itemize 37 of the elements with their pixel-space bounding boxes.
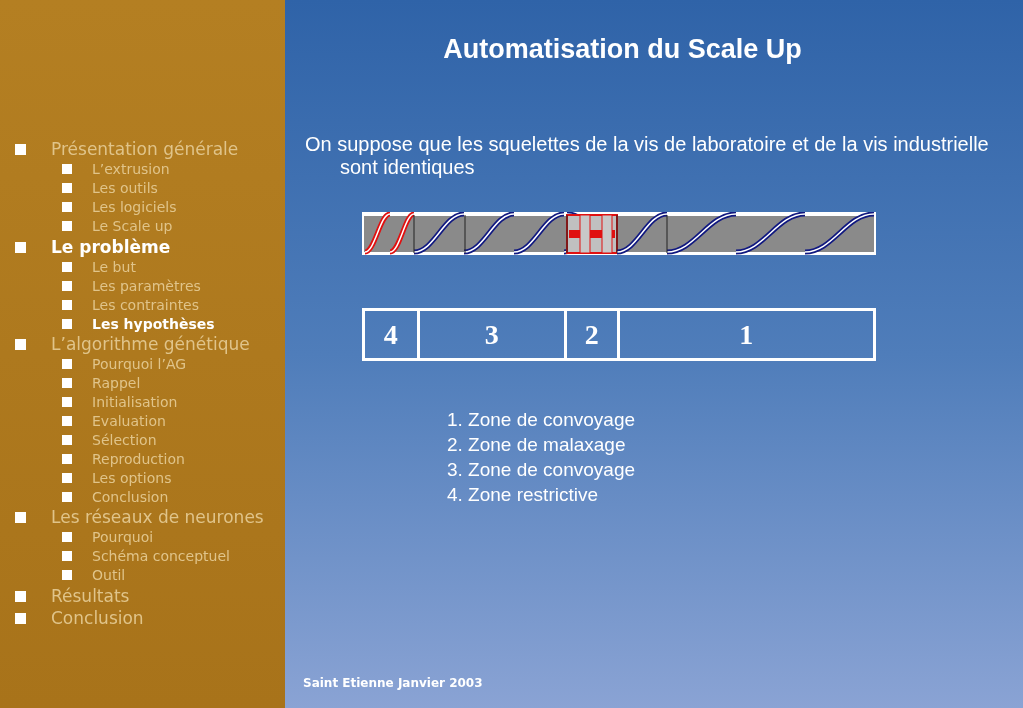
menu-item: Evaluation xyxy=(92,413,166,429)
hypothesis-text: On suppose que les squelettes de la vis de laboratoire et de la vis industrielle sont identiques xyxy=(305,133,990,179)
menu-item: L’extrusion xyxy=(92,161,170,177)
menu-item: Les logiciels xyxy=(92,199,177,215)
menu-item: Schéma conceptuel xyxy=(92,548,230,564)
zone-number: 4 xyxy=(383,318,398,351)
zone-legend-item: 1. Zone de convoyage xyxy=(447,409,636,431)
menu-item: Les outils xyxy=(92,180,158,196)
menu-item: Le but xyxy=(92,259,136,275)
zone-number: 2 xyxy=(584,318,599,351)
menu-item: Présentation générale xyxy=(51,139,239,159)
menu-item: L’algorithme génétique xyxy=(51,334,250,354)
zone-frame xyxy=(362,308,876,361)
menu-item: Rappel xyxy=(92,375,141,391)
menu-item: Les réseaux de neurones xyxy=(51,507,264,527)
menu-item: Pourquoi xyxy=(92,529,154,545)
zone-legend-item: 4. Zone restrictive xyxy=(447,484,598,506)
menu-item: Conclusion xyxy=(92,489,169,505)
menu-item: Conclusion xyxy=(51,608,144,628)
menu-item: Les options xyxy=(92,470,172,486)
menu-item: Reproduction xyxy=(92,451,185,467)
zone-number: 1 xyxy=(739,318,754,351)
menu-item: Outil xyxy=(92,567,126,583)
zone-number: 3 xyxy=(484,318,499,351)
menu-item: Le problème xyxy=(51,237,171,257)
menu-item: Les paramètres xyxy=(92,278,201,294)
zone-legend-item: 2. Zone de malaxage xyxy=(447,434,626,456)
menu-item: Initialisation xyxy=(92,394,178,410)
menu-item: Sélection xyxy=(92,432,157,448)
slide-title: Automatisation du Scale Up xyxy=(442,34,803,65)
menu-item: Les hypothèses xyxy=(92,316,215,332)
zone-legend-item: 3. Zone de convoyage xyxy=(447,459,636,481)
menu-item: Le Scale up xyxy=(92,218,173,234)
menu-item: Pourquoi l’AG xyxy=(92,356,187,372)
menu-item: Résultats xyxy=(51,586,130,606)
menu-item: Les contraintes xyxy=(92,297,200,313)
footer-text: Saint Etienne Janvier 2003 xyxy=(303,676,483,690)
